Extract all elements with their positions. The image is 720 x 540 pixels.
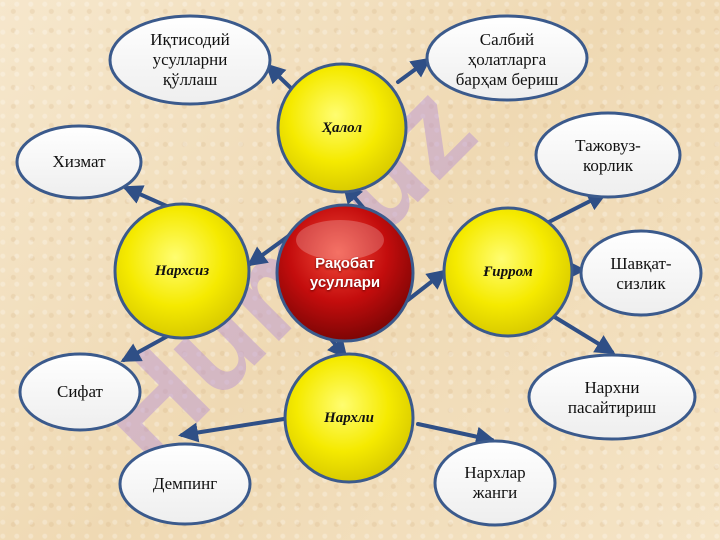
arrow-halol-salbiy bbox=[396, 57, 432, 84]
circle-halol[interactable] bbox=[276, 62, 408, 194]
method-circles bbox=[113, 62, 574, 484]
circle-narxsiz[interactable] bbox=[113, 202, 251, 340]
bubble-narxlar[interactable] bbox=[433, 439, 557, 527]
circle-narxli[interactable] bbox=[283, 352, 415, 484]
arrow-gayrom-narxni bbox=[551, 314, 616, 355]
outcome-bubbles bbox=[15, 14, 703, 527]
arrow-narxli-demping bbox=[178, 416, 292, 443]
arrow-center-narxsiz bbox=[246, 233, 292, 267]
center-circle[interactable] bbox=[275, 203, 415, 343]
bubble-xizmat[interactable] bbox=[15, 124, 143, 200]
bubble-shavqat[interactable] bbox=[579, 229, 703, 317]
bubble-demping[interactable] bbox=[118, 442, 252, 526]
circle-gayrom[interactable] bbox=[442, 206, 574, 338]
bubble-salbiy[interactable] bbox=[425, 14, 589, 102]
bubble-narxni[interactable] bbox=[527, 353, 697, 441]
arrow-gayrom-tajovuz bbox=[541, 192, 608, 227]
arrow-narxli-narxlar bbox=[416, 422, 496, 447]
bubble-tajovuz[interactable] bbox=[534, 111, 682, 199]
center-gloss bbox=[296, 220, 384, 260]
bubble-iqtisodiy[interactable] bbox=[108, 14, 272, 106]
bubble-sifat[interactable] bbox=[18, 352, 142, 432]
